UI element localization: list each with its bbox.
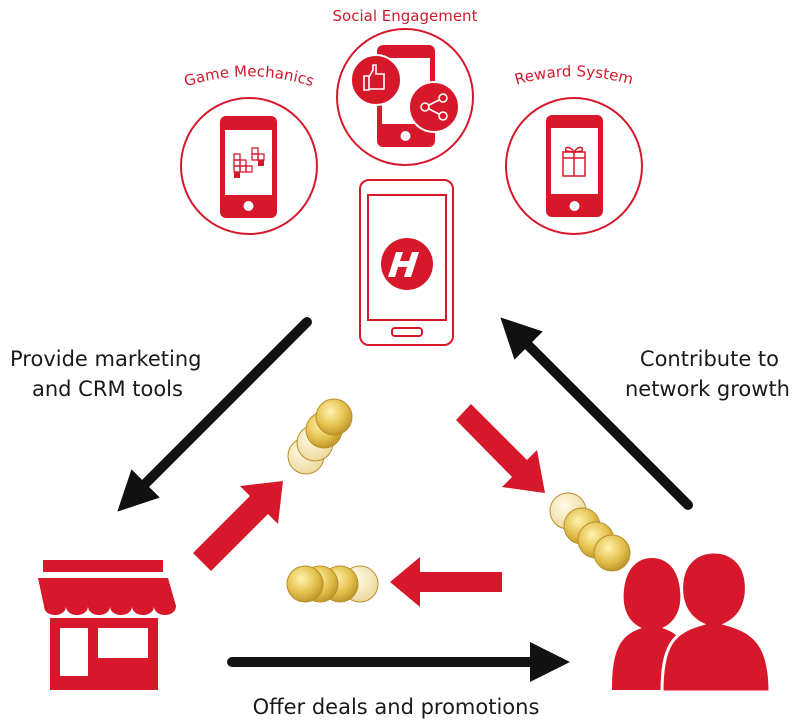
coin-row-bottom xyxy=(286,565,379,603)
label-crm-tools: and CRM tools xyxy=(32,377,183,401)
store-icon xyxy=(38,560,176,690)
central-phone xyxy=(359,179,454,346)
label-contribute: Contribute to xyxy=(640,347,779,371)
red-arrow-left xyxy=(390,557,502,607)
feature-game-mechanics: Game Mechanics xyxy=(180,62,318,235)
feature-social-engagement: Social Engagement xyxy=(333,7,478,166)
feature-reward-system: Reward System xyxy=(505,62,643,235)
users-icon xyxy=(612,550,772,694)
arrow-to-store xyxy=(117,317,312,512)
arrow-to-phone xyxy=(500,317,693,510)
label-offer-deals: Offer deals and promotions xyxy=(253,695,540,719)
coin-stack-top xyxy=(287,398,353,475)
tetris-blocks-icon xyxy=(220,116,277,218)
black-arrows xyxy=(117,317,693,682)
feature-label: Social Engagement xyxy=(333,7,478,25)
feature-label: Reward System xyxy=(513,62,635,88)
red-arrows xyxy=(193,404,545,607)
h-logo-icon xyxy=(381,238,433,290)
label-network-growth: network growth xyxy=(625,377,790,401)
feature-label: Game Mechanics xyxy=(182,62,317,90)
label-provide-marketing: Provide marketing xyxy=(10,347,202,371)
thumbs-up-share-icon xyxy=(350,45,460,147)
red-arrow-up-right xyxy=(193,481,283,571)
red-arrow-down-right xyxy=(456,404,545,493)
gift-icon xyxy=(546,115,603,217)
coin-stack-right xyxy=(549,492,631,572)
